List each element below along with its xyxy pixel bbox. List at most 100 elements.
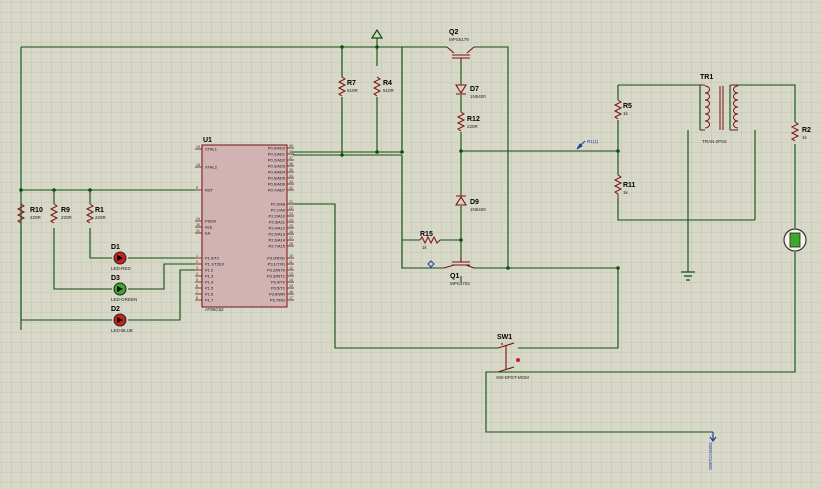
mcu-pin-name: P0.2/AD2 <box>268 158 286 163</box>
r10-value: 220R <box>30 215 42 220</box>
mcu-part: AT89C52 <box>205 307 224 312</box>
r4-ref: R4 <box>383 80 392 87</box>
led-d1[interactable]: D1 LED-RED <box>111 244 132 271</box>
net-marker <box>427 260 435 268</box>
mcu-pin-number: 34 <box>289 174 293 178</box>
diode-d7[interactable]: D7 1N5400 <box>455 84 486 99</box>
resistor-r9[interactable]: R9 220R <box>49 203 73 224</box>
resistor-r2[interactable]: R2 1k <box>790 121 811 142</box>
switch-icon <box>497 342 515 373</box>
mcu-pin-number: 10 <box>289 254 293 258</box>
terminal-arrow-icon <box>709 432 717 442</box>
resistor-r1[interactable]: R1 220R <box>85 203 107 224</box>
led-d3[interactable]: D3 LED-GREEN <box>111 275 137 302</box>
mcu-pin-name: P3.6/WR <box>269 292 285 297</box>
resistor-r7[interactable]: R7 510R <box>337 76 359 97</box>
mcu-pin-number: 11 <box>289 260 293 264</box>
mcu-pin-name: P2.5/A13 <box>269 232 286 237</box>
mcu-pin-number: 33 <box>289 180 293 184</box>
mcu-pin-number: 39 <box>289 144 293 148</box>
mcu-pin-number: 1 <box>196 254 198 258</box>
terminal-label: SWITCHSW3 <box>708 442 713 470</box>
mcu-pin-name: P0.6/AD6 <box>268 182 286 187</box>
mcu-pin-name: P0.1/AD1 <box>268 152 286 157</box>
transformer-coil-icon <box>704 85 739 130</box>
resistor-r15[interactable]: R15 1k <box>419 231 441 250</box>
sw1-value: SW-DPST-MOM <box>496 375 529 380</box>
d9-value: 1N5400 <box>470 207 486 212</box>
voltage-probe[interactable]: R1(1) <box>576 139 599 150</box>
probe-label: R1(1) <box>587 139 599 144</box>
mcu-pin-name: P1.2 <box>205 268 214 273</box>
mcu-pin-number: 37 <box>289 156 293 160</box>
r9-ref: R9 <box>61 207 70 214</box>
q1-transistor-icon <box>443 258 475 269</box>
r10-ref: R10 <box>30 207 43 214</box>
r7-ref: R7 <box>347 80 356 87</box>
mcu-pin-number: 32 <box>289 186 293 190</box>
r11-value: 1k <box>623 190 629 195</box>
r1-value: 220R <box>95 215 107 220</box>
vcc-arrow-icon <box>370 28 384 39</box>
diode-d9[interactable]: D9 1N5400 <box>455 195 486 212</box>
transistor-q1[interactable]: Q1 MPS3703 <box>443 258 475 286</box>
resistor-r4[interactable]: R4 510R <box>372 76 395 97</box>
terminal-switchsw3[interactable]: SWITCHSW3 <box>708 432 717 470</box>
mcu-pin-name: P0.5/AD5 <box>268 176 286 181</box>
mcu-pin-name: P3.1/TXD <box>268 262 285 267</box>
mcu-pin-name: P3.2/INT0 <box>267 268 286 273</box>
d7-diode-icon <box>455 84 467 95</box>
mcu-pin-name: XTAL2 <box>205 165 218 170</box>
mcu-pin-number: 27 <box>289 236 293 240</box>
q1-value: MPS3703 <box>450 281 470 286</box>
resistor-r10[interactable]: R10 220R <box>16 203 43 224</box>
mcu-pin-number: 2 <box>196 260 198 264</box>
mcu-pin-number: 13 <box>289 272 293 276</box>
mcu-pin-name: P3.4/T0 <box>271 280 286 285</box>
mcu-pin-name: P1.3 <box>205 274 214 279</box>
ground-terminal <box>681 271 695 281</box>
mcu-pin-name: XTAL1 <box>205 147 218 152</box>
resistor-r5[interactable]: R5 1k <box>613 99 632 120</box>
mcu-pin-name: RST <box>205 188 214 193</box>
transformer-tr1[interactable]: TR1 TRAN-2P2S <box>700 74 739 144</box>
r12-value: 220R <box>467 124 479 129</box>
resistor-r12[interactable]: R12 220R <box>456 111 480 132</box>
ground-icon <box>681 271 695 281</box>
mcu-pin-number: 26 <box>289 230 293 234</box>
mcu-pin-name: P3.0/RXD <box>267 256 285 261</box>
r9-value: 220R <box>61 215 73 220</box>
mcu-pin-name: P0.7/AD7 <box>268 188 286 193</box>
mcu-pin-name: P2.1/A9 <box>271 208 286 213</box>
q2-transistor-icon <box>446 46 475 62</box>
mcu-pin-number: 7 <box>196 290 198 294</box>
mcu-pin-number: 5 <box>196 278 198 282</box>
mcu-pin-name: P3.3/INT1 <box>267 274 286 279</box>
mcu-pin-number: 25 <box>289 224 293 228</box>
resistor-r11[interactable]: R11 1k <box>613 174 636 198</box>
junctions <box>19 45 620 270</box>
mcu-pin-number: 19 <box>196 145 200 149</box>
r5-value: 1k <box>623 111 629 116</box>
mcu-pin-name: PSEN <box>205 219 216 224</box>
transistor-q2[interactable]: Q2 MPS5179 <box>446 29 475 62</box>
vcc-terminal[interactable] <box>370 28 384 39</box>
mcu-pin-number: 4 <box>196 272 198 276</box>
d2-value: LED-BLUE <box>111 328 133 333</box>
switch-sw1[interactable]: SW1 SW-DPST-MOM <box>496 334 529 380</box>
r15-value: 1k <box>422 245 428 250</box>
led-d2[interactable]: D2 LED-BLUE <box>111 306 133 333</box>
mcu-pin-name: P1.7 <box>205 298 214 303</box>
mcu-pin-number: 29 <box>196 217 200 221</box>
lamp-indicator[interactable] <box>783 228 807 252</box>
mcu-pin-name: P2.6/A14 <box>269 238 286 243</box>
mcu-pin-number: 17 <box>289 296 293 300</box>
r7-value: 510R <box>347 88 359 93</box>
tr1-value: TRAN-2P2S <box>702 139 727 144</box>
tr1-ref: TR1 <box>700 74 713 81</box>
mcu-pin-name: P2.2/A10 <box>269 214 286 219</box>
r5-ref: R5 <box>623 103 632 110</box>
q2-ref: Q2 <box>449 29 458 36</box>
